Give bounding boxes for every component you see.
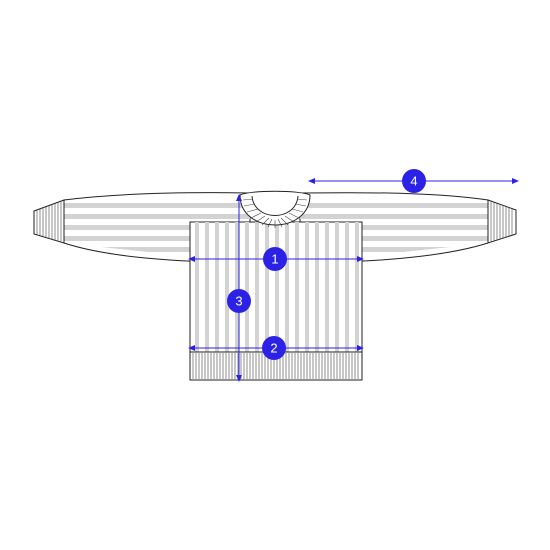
right-cuff [487, 199, 517, 244]
left-cuff [33, 199, 65, 244]
sweater-body [189, 221, 363, 353]
marker-4: 4 [402, 169, 426, 193]
marker-2: 2 [262, 336, 286, 360]
marker-1-label: 1 [271, 252, 278, 267]
collar-ribbing [242, 198, 308, 228]
right-sleeve-stripes [300, 203, 488, 252]
collar [239, 190, 311, 228]
left-sleeve-stripes [64, 203, 250, 252]
marker-3: 3 [227, 289, 251, 313]
body-stripes [195, 222, 359, 352]
marker-3-label: 3 [235, 294, 242, 309]
marker-4-label: 4 [410, 174, 417, 189]
marker-1: 1 [263, 247, 287, 271]
measure-body-length [236, 194, 242, 382]
marker-2-label: 2 [270, 341, 277, 356]
